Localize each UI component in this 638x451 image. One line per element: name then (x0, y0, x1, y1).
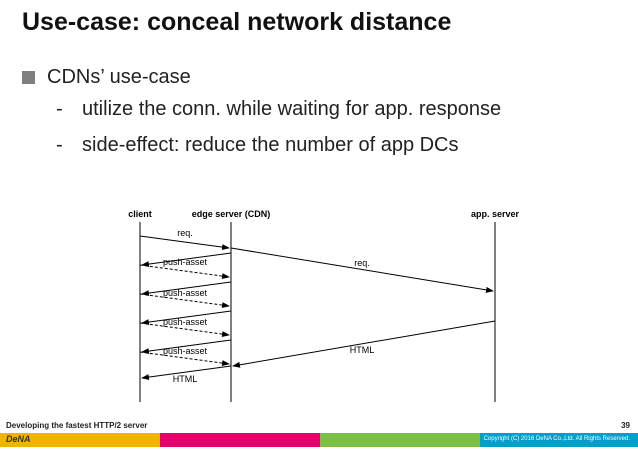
message-arrow (141, 339, 232, 355)
lane-label-edge: edge server (CDN) (192, 209, 271, 219)
message-arrow (141, 281, 232, 297)
message-label: push-asset (163, 257, 208, 267)
message-arrow (141, 252, 232, 268)
message-label: push-asset (163, 346, 208, 356)
lane-label-app: app. server (471, 209, 520, 219)
message-arrow (230, 247, 494, 293)
message-arrow (141, 365, 232, 381)
sub-bullet-item: -side-effect: reduce the number of app D… (56, 134, 459, 157)
sub-bullet-text: side-effect: reduce the number of app DC… (82, 134, 459, 156)
bullet-text: CDNs’ use-case (47, 66, 191, 88)
message-arrow (232, 320, 496, 368)
message-label: push-asset (163, 317, 208, 327)
footer-bar-segment (0, 433, 160, 447)
sub-bullet-text: utilize the conn. while waiting for app.… (82, 98, 502, 120)
slide-title: Use-case: conceal network distance (22, 8, 452, 36)
footer-bar-segment (480, 433, 638, 447)
message-label: push-asset (163, 288, 208, 298)
dash-marker: - (56, 98, 63, 120)
dash-marker: - (56, 134, 63, 156)
square-bullet-icon (22, 71, 35, 84)
footer-color-bar (0, 433, 638, 447)
footer-presentation-title: Developing the fastest HTTP/2 server (6, 421, 148, 430)
sub-bullet-item: -utilize the conn. while waiting for app… (56, 98, 501, 121)
page-number: 39 (621, 421, 630, 430)
message-arrow (139, 235, 230, 251)
footer-bar-segment (160, 433, 320, 447)
copyright-text: Copyright (C) 2016 DeNA Co.,Ltd. All Rig… (483, 436, 630, 442)
bullet-item: CDNs’ use-case (22, 66, 191, 89)
message-arrow (141, 310, 232, 326)
message-label: req. (177, 228, 193, 238)
company-logo: DeNA (6, 434, 31, 444)
message-label: HTML (350, 345, 375, 355)
footer-bar-segment (320, 433, 480, 447)
lane-label-client: client (128, 209, 152, 219)
message-label: HTML (173, 374, 198, 384)
message-label: req. (354, 258, 370, 268)
